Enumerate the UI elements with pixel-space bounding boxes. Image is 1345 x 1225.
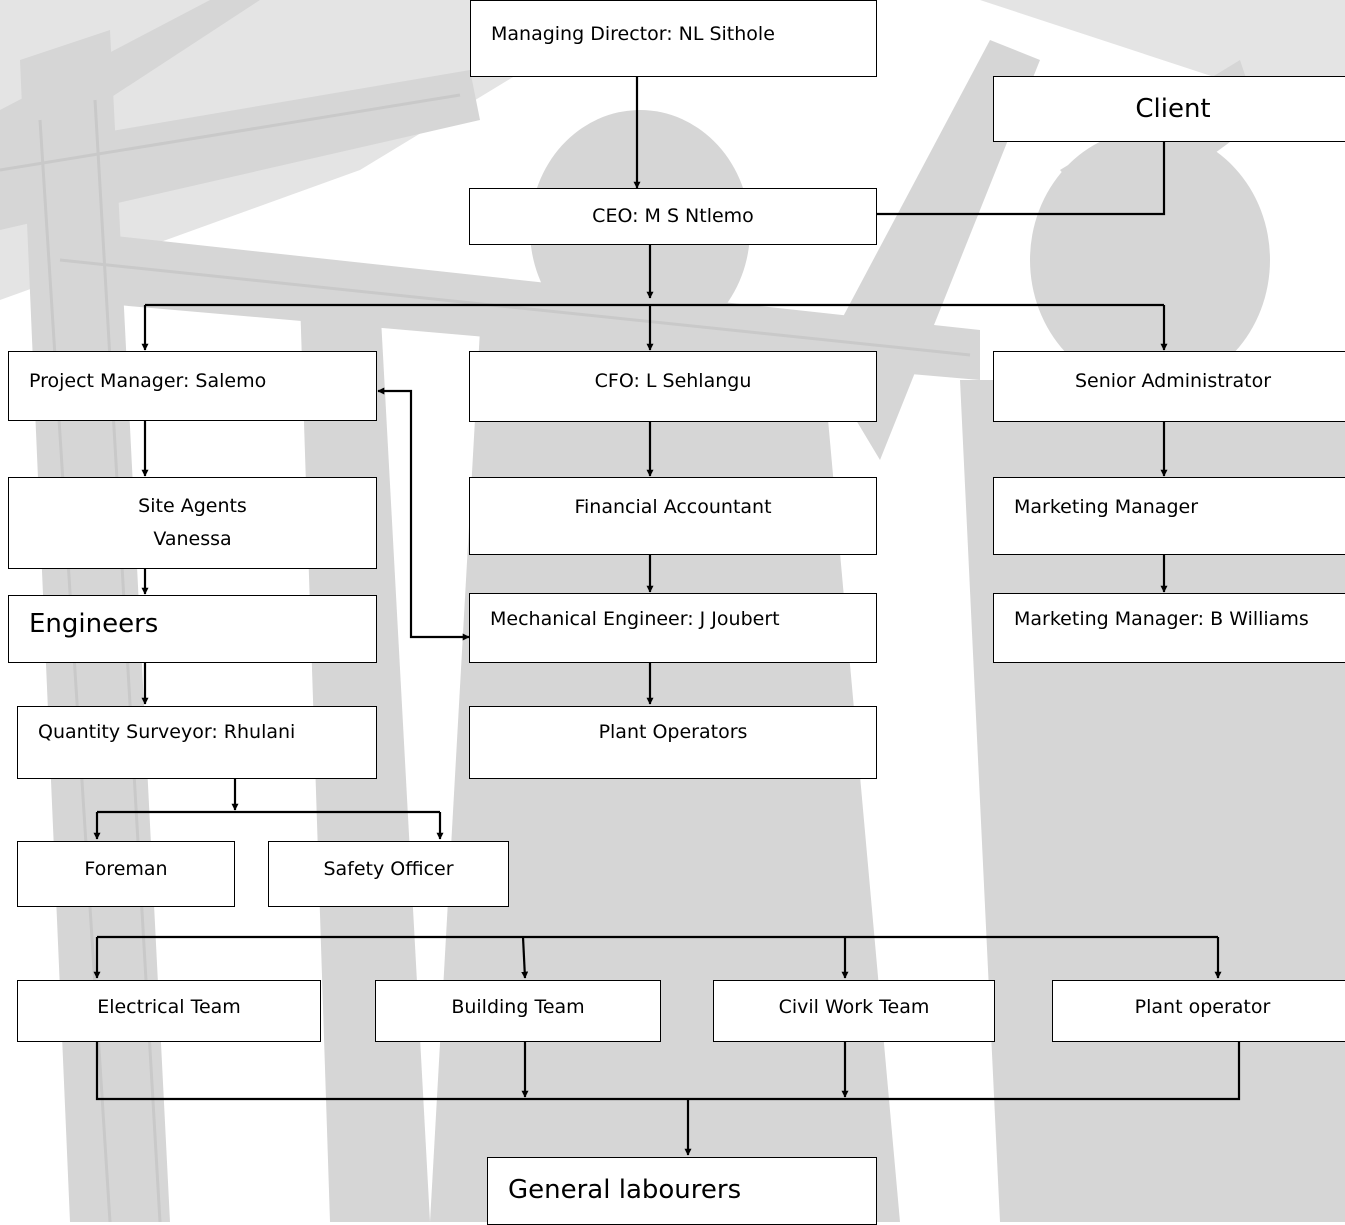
node-plant-operators: Plant Operators xyxy=(469,706,877,779)
node-general-labourers: General labourers xyxy=(487,1157,877,1225)
node-marketing-manager-named: Marketing Manager: B Williams xyxy=(993,593,1345,663)
node-managing-director: Managing Director: NL Sithole xyxy=(470,0,877,77)
node-client: Client xyxy=(993,76,1345,142)
node-civil-work-team: Civil Work Team xyxy=(713,980,995,1042)
node-ceo: CEO: M S Ntlemo xyxy=(469,188,877,245)
node-building-team: Building Team xyxy=(375,980,661,1042)
node-project-manager: Project Manager: Salemo xyxy=(8,351,377,421)
site-agents-name: Vanessa xyxy=(153,528,232,551)
node-safety-officer: Safety Officer xyxy=(268,841,509,907)
node-senior-administrator: Senior Administrator xyxy=(993,351,1345,422)
site-agents-title: Site Agents xyxy=(138,495,247,517)
node-foreman: Foreman xyxy=(17,841,235,907)
node-plant-operator: Plant operator xyxy=(1052,980,1345,1042)
node-site-agents: Site Agents Vanessa xyxy=(8,477,377,569)
node-financial-accountant: Financial Accountant xyxy=(469,477,877,555)
node-marketing-manager: Marketing Manager xyxy=(993,477,1345,555)
node-cfo: CFO: L Sehlangu xyxy=(469,351,877,422)
node-mechanical-engineer: Mechanical Engineer: J Joubert xyxy=(469,593,877,663)
node-electrical-team: Electrical Team xyxy=(17,980,321,1042)
node-engineers: Engineers xyxy=(8,595,377,663)
node-quantity-surveyor: Quantity Surveyor: Rhulani xyxy=(17,706,377,779)
